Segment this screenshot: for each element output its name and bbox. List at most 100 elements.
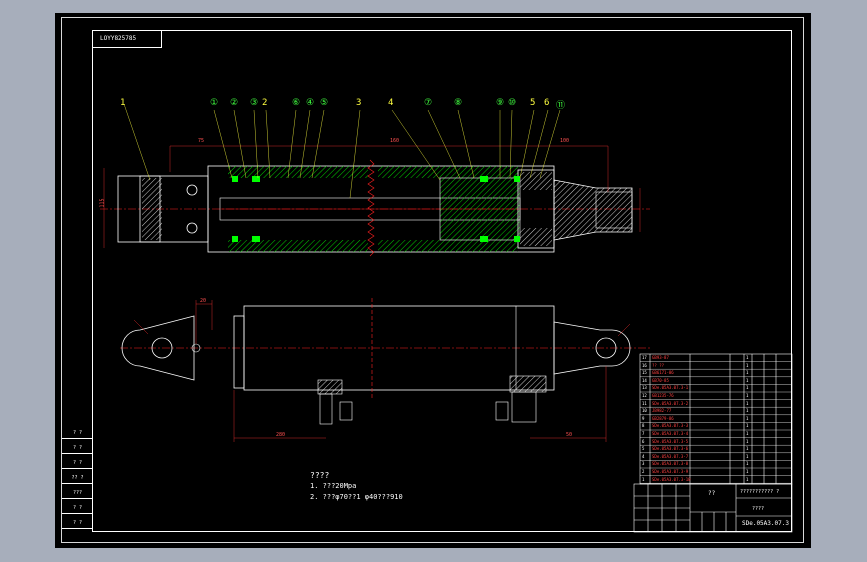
part-label: 2 <box>262 98 268 108</box>
technical-notes: ???? 1. ???20Mpa 2. ???φ70??1 φ40???910 <box>310 470 403 503</box>
bom-cell-no: 4 <box>642 453 645 459</box>
bom-cell-qty: 1 <box>746 446 749 452</box>
bom-cell-qty: 1 <box>746 355 749 360</box>
part-label: ⑦ <box>424 98 433 108</box>
bom-cell-qty: 1 <box>746 461 749 467</box>
piston <box>439 177 521 241</box>
barrel-wall-top-right <box>378 166 518 178</box>
bom-cell-no: 3 <box>642 461 645 467</box>
bom-cell-name: SDe.05A3.07.3-4 <box>652 431 689 436</box>
part-label: 3 <box>356 98 362 108</box>
part-label: ⑧ <box>454 98 463 108</box>
bom-cell-no: 6 <box>642 438 645 444</box>
bom-cell-name: JB982-77 <box>652 408 672 414</box>
bom-cell-no: 11 <box>642 400 647 406</box>
strip-cell: ? ? <box>62 518 93 529</box>
bom-cell-name: GB2879-86 <box>652 415 674 421</box>
dim-text-3: 100 <box>560 138 570 144</box>
bolt-hole-2 <box>186 222 198 234</box>
barrel-wall-bot-right <box>378 240 518 252</box>
title-block <box>633 483 793 533</box>
sheet-border <box>61 17 804 543</box>
bolt-hole-1 <box>186 184 198 196</box>
drawing-number: SDe.05A3.07.3 <box>742 520 789 527</box>
bom-cell-qty: 1 <box>746 400 749 406</box>
bom-cell-no: 15 <box>642 370 647 376</box>
bom-cell-qty: 1 <box>746 377 749 383</box>
bom-cell-name: SDe.05A3.07.3-1 <box>652 385 689 391</box>
bom-cell-no: 10 <box>642 408 647 414</box>
part-name: ?? <box>708 490 716 497</box>
bom-cell-qty: 1 <box>746 408 749 414</box>
dim-text-1: 75 <box>198 138 205 144</box>
bom-cell-no: 16 <box>642 362 647 368</box>
bom-rows-lines <box>640 361 792 484</box>
bom-cell-name: ?? ?? <box>652 362 665 368</box>
bom-cell-no: 14 <box>642 377 647 383</box>
strip-cell: ?? ? <box>62 473 93 484</box>
bom-cell-no: 2 <box>642 469 645 474</box>
bom-cell-name: SDe.05A3.07.3-9 <box>652 469 689 474</box>
bom-cell-no: 12 <box>642 393 647 398</box>
dim-text-6: 50 <box>566 432 573 438</box>
port-front <box>509 375 547 393</box>
bom-cell-qty: 1 <box>746 469 749 474</box>
bom-cell-qty: 1 <box>746 476 749 482</box>
rear-eye <box>121 315 195 381</box>
part-label: ⑪ <box>556 101 566 111</box>
bom-cell-qty: 1 <box>746 438 749 444</box>
bom-cell-no: 13 <box>642 385 647 391</box>
bom-cell-name: GB6171-86 <box>652 370 674 376</box>
bom-cell-no: 5 <box>642 446 645 452</box>
bom-cell-name: SDe.05A3.07.3-5 <box>652 438 689 444</box>
bom-cell-no: 1 <box>642 476 645 482</box>
notes-line-2: 2. ???φ70??1 φ40???910 <box>310 493 403 501</box>
part-label: ⑩ <box>508 98 517 108</box>
scale-label: ???? <box>752 506 765 512</box>
port-rear <box>317 379 343 395</box>
bom-cell-no: 17 <box>642 355 647 360</box>
bom-cell-no: 8 <box>642 423 645 429</box>
barrel-wall-bot-left <box>228 240 368 252</box>
front-eye <box>553 321 631 375</box>
part-label: 4 <box>388 98 394 108</box>
bom-cell-qty: 1 <box>746 362 749 368</box>
part-label: ⑤ <box>320 98 329 108</box>
bom-cell-name: SDe.05A3.07.3-10 <box>652 476 691 482</box>
dim-text-2: 160 <box>390 138 400 144</box>
bom-cell-name: SDe.05A3.07.3-2 <box>652 400 689 406</box>
bom-cell-qty: 1 <box>746 453 749 459</box>
rear-cap-hatch <box>142 178 162 240</box>
part-label: ① <box>210 98 219 108</box>
drawing-canvas <box>55 13 811 548</box>
bom-cell-qty: 1 <box>746 423 749 429</box>
leader-lines <box>123 103 561 199</box>
bom-cell-name: SDe.05A3.07.3-8 <box>652 461 689 467</box>
dim-text-4: 115 <box>99 198 106 208</box>
bom-cell-name: SDe.05A3.07.3-7 <box>652 453 689 459</box>
notes-title: ???? <box>310 471 330 480</box>
part-label: ④ <box>306 98 315 108</box>
part-label: ③ <box>250 98 259 108</box>
part-label: 1 <box>120 98 126 108</box>
dim-text-5: 280 <box>276 432 286 438</box>
strip-cell: ? ? <box>62 443 93 454</box>
bom-cell-qty: 1 <box>746 431 749 436</box>
strip-cell: ? ? <box>62 428 93 439</box>
bom-cell-name: SDe.05A3.07.3-6 <box>652 446 689 452</box>
part-label: ② <box>230 98 239 108</box>
bom-cell-qty: 1 <box>746 385 749 391</box>
bom-cell-name: GB93-87 <box>652 355 669 360</box>
break-line-top <box>367 159 375 257</box>
part-label: ⑨ <box>496 98 505 108</box>
dim-text-7: 20 <box>200 298 207 304</box>
notes-line-1: 1. ???20Mpa <box>310 482 357 490</box>
part-label: 5 <box>530 98 536 108</box>
drawing-code-box: LOYY825785 <box>92 30 162 48</box>
bom-cell-name: GB70-85 <box>652 377 669 383</box>
strip-cell: ??? <box>62 488 93 499</box>
drawing-border <box>92 30 792 532</box>
bom-cell-qty: 1 <box>746 370 749 376</box>
bom-cell-qty: 1 <box>746 415 749 421</box>
company-name: ??????????? ? <box>740 489 780 495</box>
